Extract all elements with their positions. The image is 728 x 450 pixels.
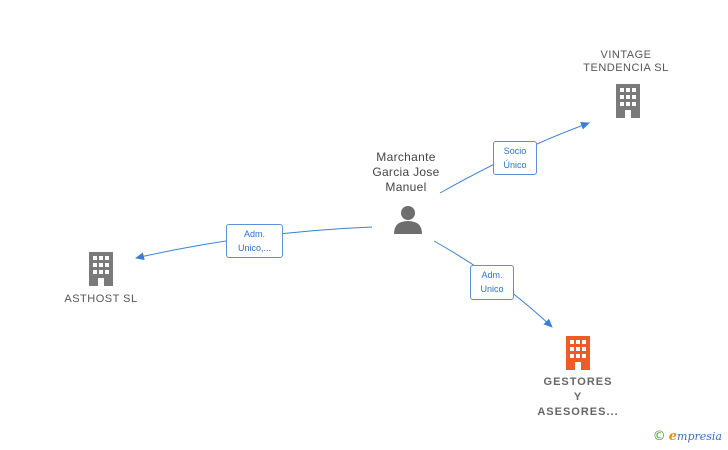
- copyright-symbol: ©: [652, 429, 666, 444]
- person-name-line-3: Manuel: [385, 180, 427, 194]
- person-name-line-2: Garcia Jose: [372, 165, 440, 179]
- person-node-label[interactable]: Marchante Garcia Jose Manuel: [355, 150, 457, 195]
- gestores-node-label[interactable]: GESTORES Y ASESORES...: [522, 375, 634, 420]
- relation-gestores-line-1: Adm.: [481, 270, 503, 280]
- relation-label-asthost[interactable]: Adm. Unico,...: [226, 224, 283, 258]
- building-icon[interactable]: [87, 252, 115, 286]
- relation-label-gestores[interactable]: Adm. Unico: [470, 265, 514, 300]
- gestores-name-line-1: GESTORES: [543, 376, 613, 388]
- relation-gestores-line-2: Unico: [480, 284, 504, 294]
- person-icon[interactable]: [393, 204, 423, 234]
- vintage-node-label[interactable]: VINTAGE TENDENCIA SL: [570, 49, 682, 75]
- relation-vintage-line-2: Único: [503, 160, 527, 170]
- asthost-node-label[interactable]: ASTHOST SL: [45, 293, 157, 306]
- relation-vintage-line-1: Socio: [503, 146, 527, 156]
- relation-asthost-line-1: Adm.: [243, 229, 265, 239]
- brand-rest: mpresia: [677, 430, 722, 443]
- vintage-name-line-2: TENDENCIA SL: [583, 62, 669, 74]
- vintage-name-line-1: VINTAGE: [600, 49, 652, 61]
- building-icon[interactable]: [614, 84, 642, 118]
- brand-e: e: [668, 429, 678, 444]
- empresia-brand: ©empresia: [653, 429, 722, 444]
- gestores-name-line-3: ASESORES...: [537, 406, 619, 418]
- building-icon-active[interactable]: [564, 336, 592, 370]
- asthost-name-line-1: ASTHOST SL: [64, 293, 138, 305]
- gestores-name-line-2: Y: [573, 391, 583, 403]
- relation-label-vintage[interactable]: Socio Único: [493, 141, 537, 175]
- person-name-line-1: Marchante: [376, 150, 436, 164]
- relation-asthost-line-2: Unico,...: [237, 243, 271, 253]
